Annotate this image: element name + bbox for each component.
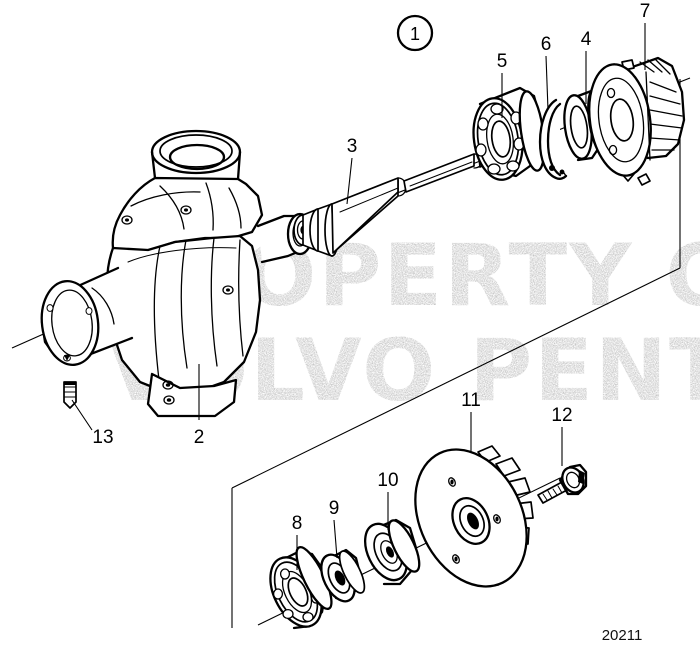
- part-flange-screw: [537, 463, 588, 504]
- callout-6[interactable]: 6: [541, 34, 552, 111]
- callout-4[interactable]: 4: [581, 29, 592, 104]
- callout-6-label: 6: [541, 34, 552, 55]
- callout-11-label: 11: [461, 390, 481, 411]
- housing-boss-upper-left: [121, 215, 133, 225]
- callout-12[interactable]: 12: [551, 405, 573, 466]
- housing-mounting-foot: [146, 372, 238, 418]
- callout-5-label: 5: [497, 51, 508, 72]
- part-pump-housing: [40, 129, 314, 418]
- callout-11[interactable]: 11: [461, 390, 481, 452]
- housing-boss-mid-right: [222, 285, 234, 295]
- housing-boss-upper-mid: [180, 205, 192, 215]
- part-drive-gear: [588, 56, 686, 186]
- drawing-number: 20211: [602, 627, 643, 644]
- callout-4-label: 4: [581, 29, 592, 50]
- part-seal-ring: [320, 548, 366, 603]
- callout-3[interactable]: 3: [346, 136, 358, 205]
- callout-3-label: 3: [347, 136, 358, 157]
- part-ball-bearing-rear: [472, 86, 546, 181]
- part-seal-collar: [364, 518, 421, 586]
- callout-9[interactable]: 9: [329, 498, 340, 559]
- callout-9-label: 9: [329, 498, 340, 519]
- part-ball-bearing-front: [269, 545, 333, 630]
- callout-8-label: 8: [292, 513, 303, 534]
- callout-13-label: 13: [92, 427, 113, 448]
- housing-volute: [106, 234, 262, 394]
- gear-band-hatch: [639, 59, 683, 161]
- callout-12-label: 12: [551, 405, 572, 426]
- callout-7[interactable]: 7: [640, 1, 651, 70]
- callout-8[interactable]: 8: [292, 513, 303, 570]
- part-shaft: [293, 140, 521, 257]
- callout-5[interactable]: 5: [497, 51, 508, 118]
- callout-1[interactable]: 1: [396, 14, 434, 52]
- callout-10[interactable]: 10: [377, 470, 399, 530]
- part-impeller: [414, 445, 534, 588]
- callout-10-label: 10: [377, 470, 398, 491]
- callout-2[interactable]: 2: [194, 364, 205, 448]
- part-circlip: [538, 98, 568, 180]
- callout-1-label: 1: [410, 24, 420, 44]
- callout-2-label: 2: [194, 427, 205, 448]
- housing-snout: [40, 266, 134, 366]
- callout-7-label: 7: [640, 1, 651, 22]
- callout-13[interactable]: 13: [71, 399, 114, 448]
